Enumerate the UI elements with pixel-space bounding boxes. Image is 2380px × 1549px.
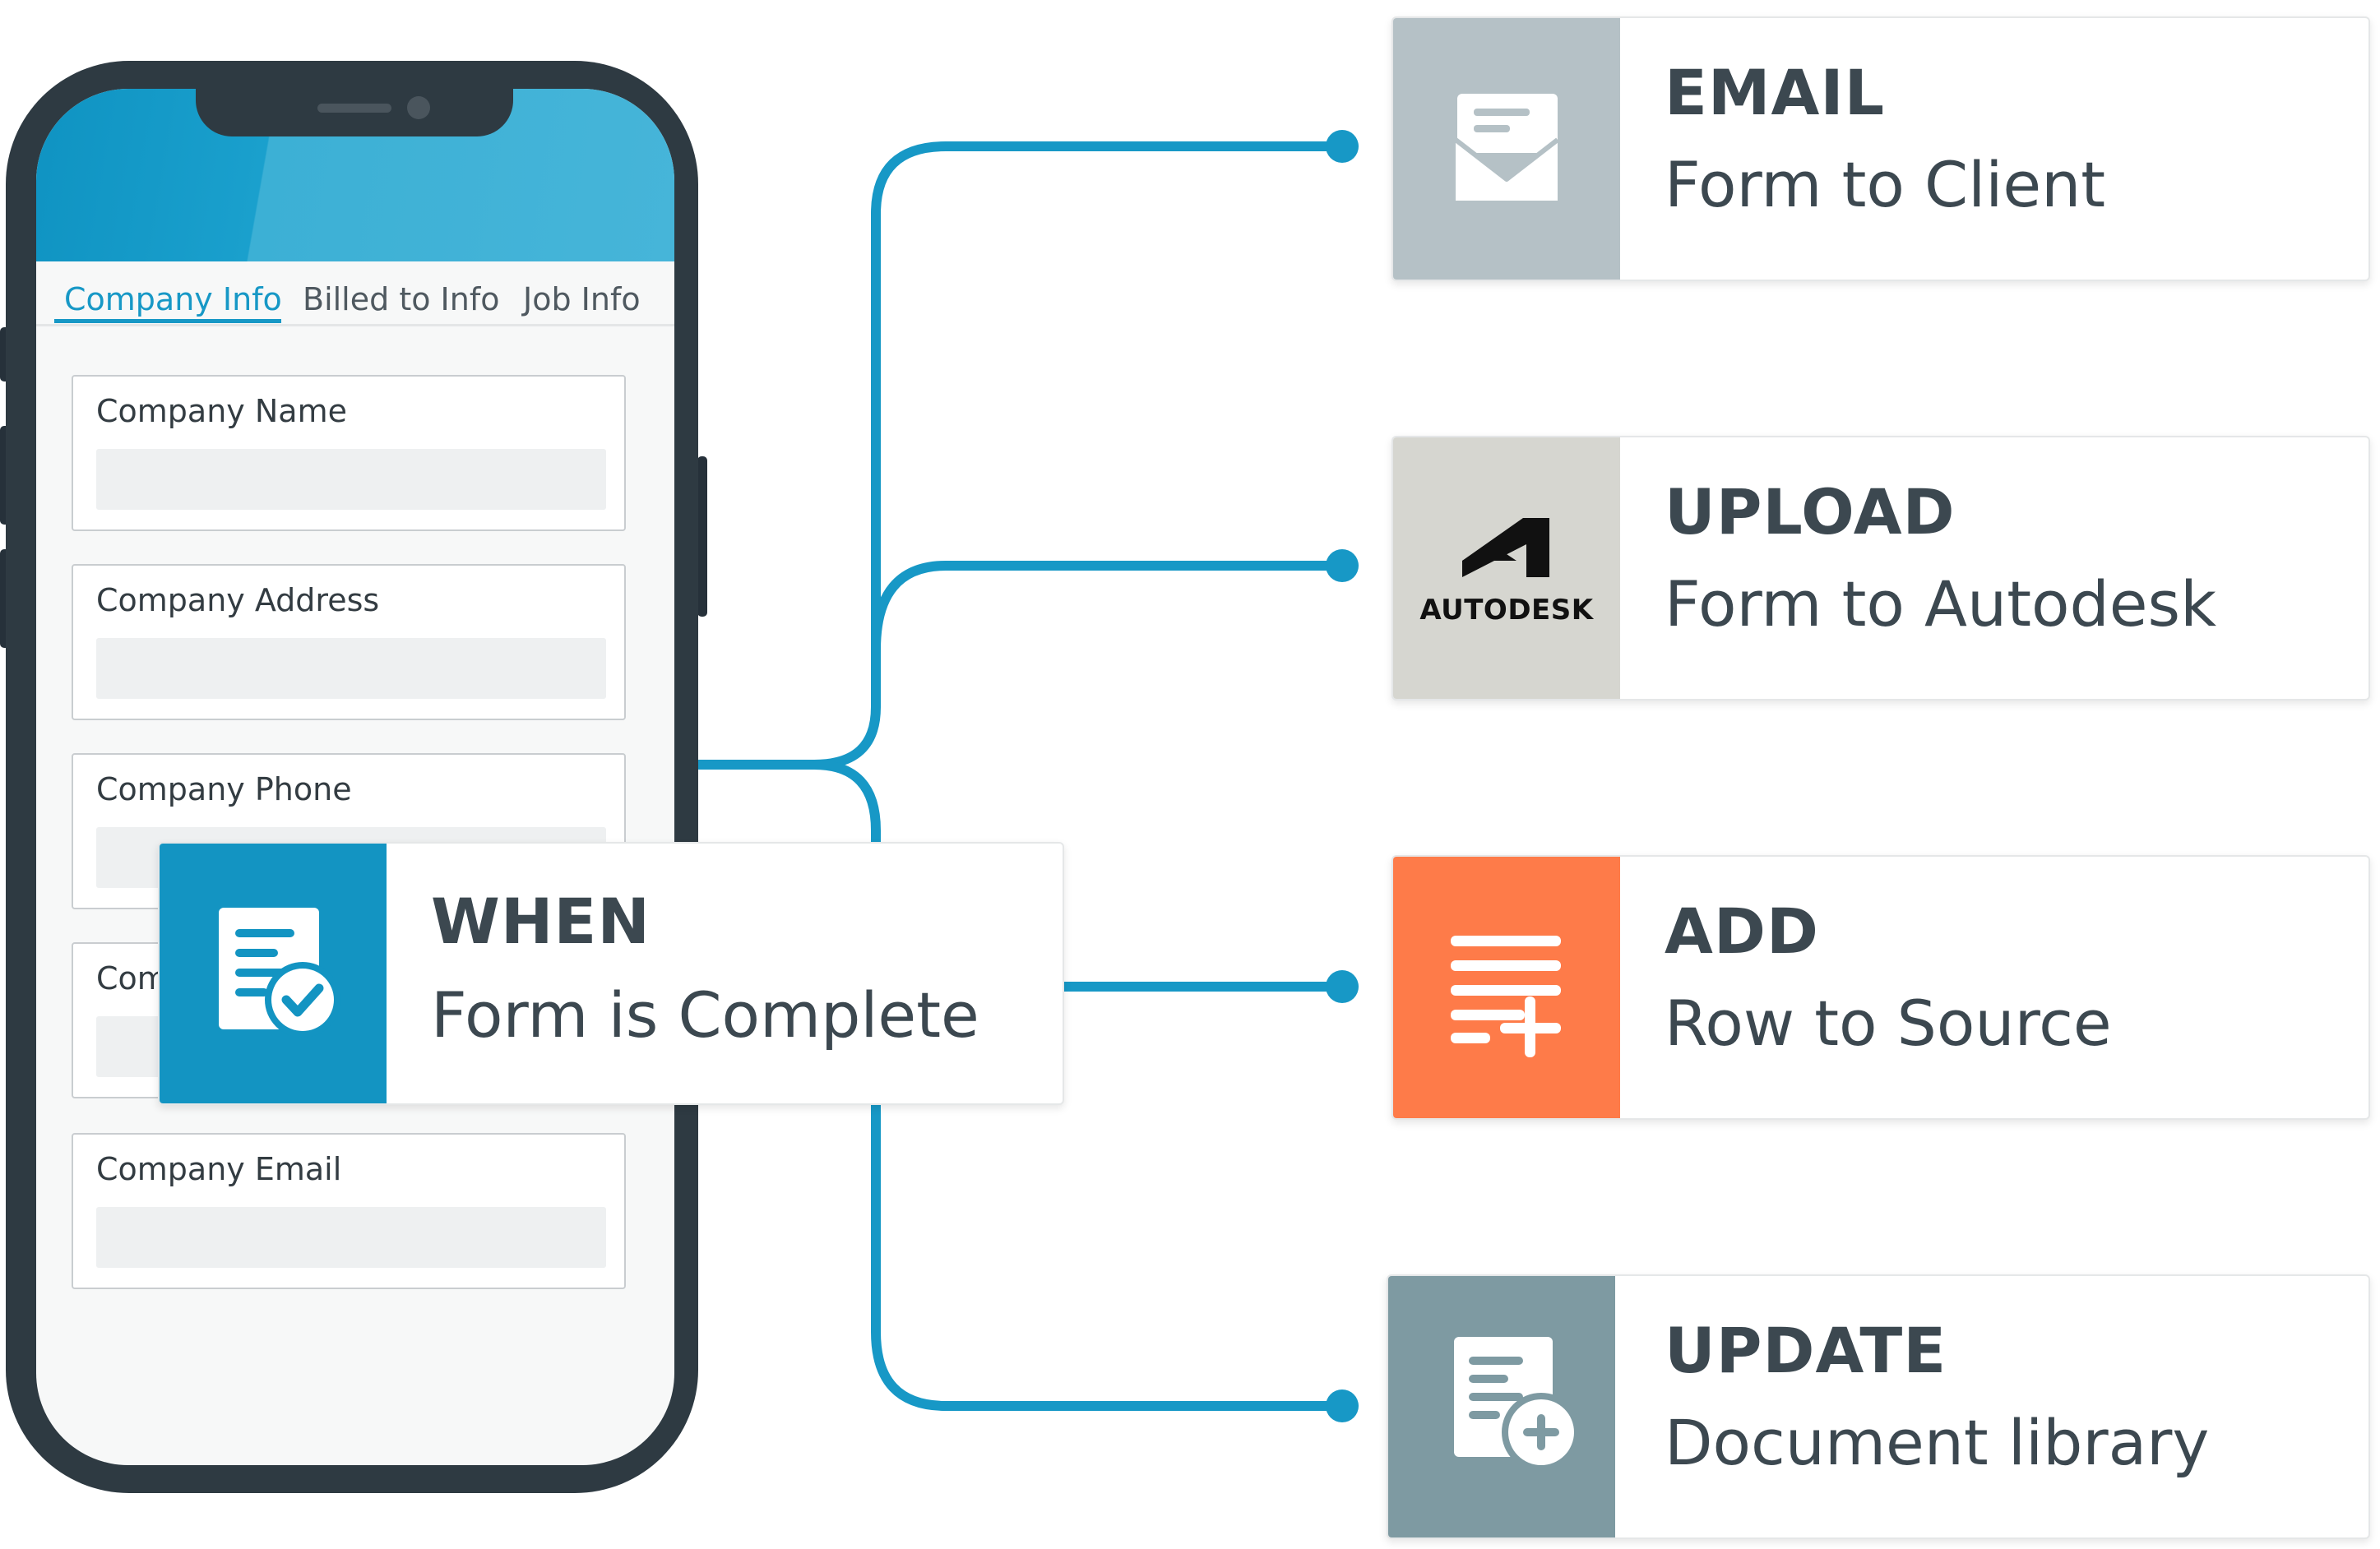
field-label: Company Email	[96, 1151, 342, 1187]
company-address-field: Company Address	[72, 564, 626, 720]
company-address-input[interactable]	[96, 638, 606, 699]
email-action-subtitle: Form to Client	[1665, 148, 2106, 221]
connector-dot-upload	[1326, 549, 1359, 582]
add-action-card[interactable]: ADD Row to Source	[1391, 855, 2370, 1120]
add-action-title: ADD	[1665, 895, 1819, 968]
upload-action-title: UPLOAD	[1665, 475, 1956, 548]
field-label: Company Address	[96, 582, 380, 618]
connector-dot-email	[1326, 130, 1359, 163]
phone-notch	[196, 89, 513, 136]
field-label: Com	[96, 960, 168, 996]
active-tab-indicator	[54, 319, 281, 323]
update-action-card[interactable]: UPDATE Document library	[1387, 1274, 2370, 1539]
upload-action-card[interactable]: AUTODESK UPLOAD Form to Autodesk	[1391, 436, 2370, 701]
company-email-field: Company Email	[72, 1133, 626, 1289]
tab-company-info[interactable]: Company Info	[64, 281, 282, 317]
company-name-input[interactable]	[96, 449, 606, 510]
tab-billed-to-info[interactable]: Billed to Info	[303, 281, 500, 317]
document-add-icon	[1388, 1276, 1615, 1537]
autodesk-logo: AUTODESK	[1393, 437, 1620, 699]
update-action-title: UPDATE	[1665, 1314, 1947, 1387]
form-check-icon	[160, 844, 387, 1103]
connector-phone-branch	[694, 141, 1345, 770]
add-action-subtitle: Row to Source	[1665, 987, 2112, 1060]
trigger-title: WHEN	[431, 885, 651, 958]
connector-dot-add	[1326, 970, 1359, 1003]
upload-action-subtitle: Form to Autodesk	[1665, 567, 2217, 640]
company-name-field: Company Name	[72, 375, 626, 531]
trigger-subtitle: Form is Complete	[431, 978, 979, 1052]
phone-screen: Company Info Billed to Info Job Info Com…	[36, 89, 674, 1465]
email-action-card[interactable]: EMAIL Form to Client	[1391, 16, 2370, 281]
list-add-icon	[1393, 857, 1620, 1118]
tab-bar: Company Info Billed to Info Job Info	[36, 261, 674, 326]
connector-down	[809, 760, 1345, 1411]
connector-dot-update	[1326, 1389, 1359, 1422]
trigger-card[interactable]: WHEN Form is Complete	[158, 842, 1064, 1105]
autodesk-logo-text: AUTODESK	[1419, 594, 1594, 627]
phone-power-button	[697, 456, 707, 617]
tab-job-info[interactable]: Job Info	[523, 281, 641, 317]
envelope-icon	[1393, 18, 1620, 280]
field-label: Company Name	[96, 393, 347, 429]
phone-speaker	[317, 104, 391, 113]
email-action-title: EMAIL	[1665, 56, 1886, 129]
company-email-input[interactable]	[96, 1207, 606, 1268]
connector-upload	[871, 561, 1345, 654]
field-label: Company Phone	[96, 771, 352, 807]
phone-camera	[407, 96, 430, 119]
update-action-subtitle: Document library	[1665, 1406, 2210, 1479]
